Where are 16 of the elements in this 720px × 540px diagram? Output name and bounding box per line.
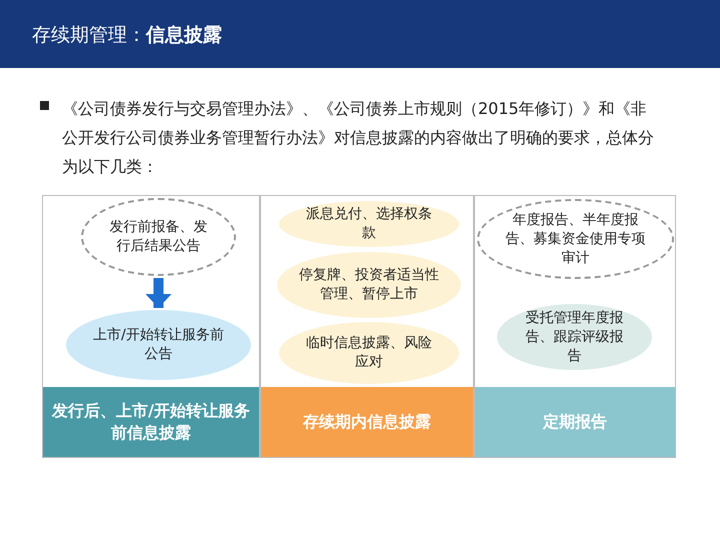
topic-ellipse: 临时信息披露、风险应对	[279, 322, 459, 384]
topic-ellipse: 停复牌、投资者适当性管理、暂停上市	[277, 252, 461, 318]
category-band: 定期报告	[475, 387, 675, 457]
topic-ellipse: 年度报告、半年度报告、募集资金使用专项审计	[477, 199, 674, 279]
body-paragraph: 《公司债券发行与交易管理办法》、《公司债券上市规则（2015年修订）》和《非公开发行公司债券业务管理暂行办法》对信息披露的内容做出了明确的要求，总体分为以下几类：	[62, 98, 655, 178]
slide-title: 存续期管理：信息披露	[32, 23, 222, 48]
topic-ellipse: 受托管理年度报告、跟踪评级报告	[497, 304, 652, 370]
column-panel	[42, 195, 260, 458]
topic-ellipse: 发行前报备、发行后结果公告	[81, 198, 236, 276]
category-band: 存续期内信息披露	[261, 387, 473, 457]
column-panel	[260, 195, 474, 458]
category-band: 发行后、上市/开始转让服务前信息披露	[43, 387, 259, 457]
arrow	[146, 278, 172, 308]
topic-ellipse: 上市/开始转让服务前公告	[66, 310, 251, 380]
column-panel	[474, 195, 676, 458]
topic-ellipse: 派息兑付、选择权条款	[279, 201, 459, 247]
